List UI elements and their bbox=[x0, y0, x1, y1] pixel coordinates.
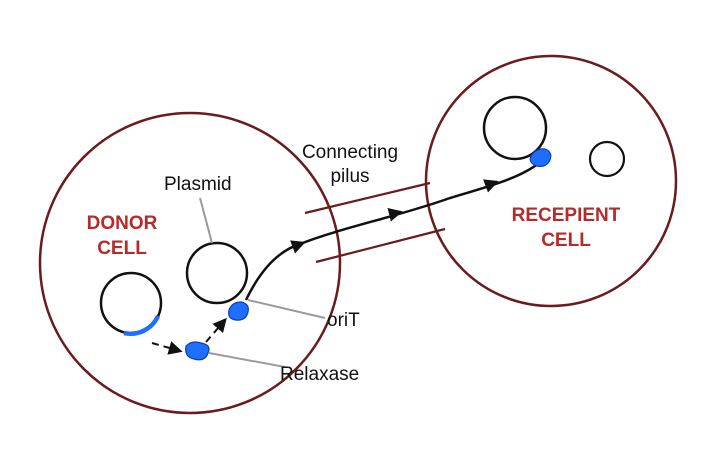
orit-relaxase-complex bbox=[228, 301, 249, 321]
transferred-dna-strand bbox=[244, 162, 540, 301]
recipient-label-line1: RECEPIENT bbox=[512, 205, 621, 226]
pilus-lower-line bbox=[315, 227, 446, 264]
plasmid-leader-line bbox=[199, 197, 213, 244]
plasmid-label: Plasmid bbox=[164, 174, 232, 195]
pilus-upper-line bbox=[304, 181, 431, 215]
donor-label-line1: DONOR bbox=[87, 213, 158, 234]
donor-cell bbox=[38, 111, 342, 415]
orit-label: oriT bbox=[327, 310, 360, 331]
orit-leader-line bbox=[247, 299, 326, 319]
recipient-plasmid-receiving bbox=[482, 95, 548, 161]
donor-plasmid bbox=[185, 241, 249, 305]
arrow-to-orit bbox=[205, 317, 227, 343]
recipient-label-line2: CELL bbox=[541, 230, 591, 251]
strand-arrow-2 bbox=[387, 207, 403, 222]
donor-plasmid-left bbox=[99, 271, 163, 336]
pilus-label-line1: Connecting bbox=[302, 142, 398, 163]
strand-arrow-1 bbox=[290, 240, 306, 254]
pilus-label-line2: pilus bbox=[330, 166, 369, 187]
recipient-relaxase bbox=[529, 148, 552, 167]
arrow-to-relaxase bbox=[151, 341, 183, 355]
relaxase-protein bbox=[185, 341, 210, 361]
recipient-cell bbox=[424, 54, 678, 308]
recipient-plasmid-small bbox=[588, 140, 626, 178]
relaxase-label: Relaxase bbox=[280, 364, 359, 385]
connecting-pilus bbox=[304, 181, 446, 264]
relaxase-binding-arc bbox=[123, 314, 161, 336]
donor-label-line2: CELL bbox=[97, 238, 147, 259]
strand-arrow-3 bbox=[483, 179, 499, 193]
relaxase-leader-line bbox=[208, 352, 286, 368]
